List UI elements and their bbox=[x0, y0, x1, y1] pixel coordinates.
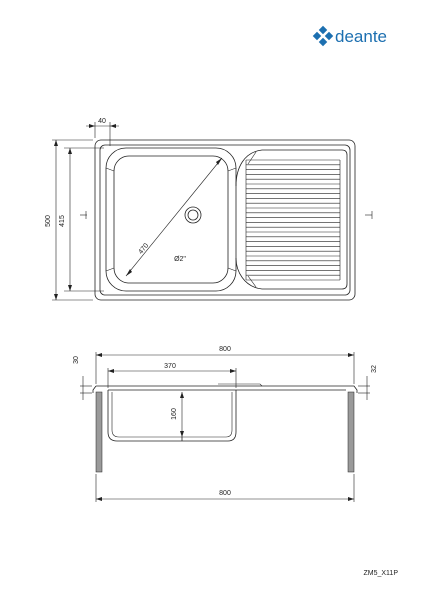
side-view bbox=[92, 383, 358, 442]
brand-name: deante bbox=[335, 27, 387, 46]
dim-flange-width: 40 bbox=[98, 118, 106, 125]
dim-flange-right: 32 bbox=[371, 365, 378, 373]
dim-bowl-depth: 160 bbox=[171, 408, 178, 420]
sink-inner-rim bbox=[99, 144, 351, 296]
top-view bbox=[94, 139, 356, 301]
dim-bowl-width: 370 bbox=[164, 363, 176, 370]
dim-bowl-diagonal: 470 bbox=[137, 242, 150, 256]
sink-outline bbox=[94, 139, 356, 301]
dim-flange-left: 30 bbox=[73, 356, 80, 364]
dim-inner-height: 415 bbox=[59, 215, 66, 227]
drainboard-ribs bbox=[245, 159, 341, 281]
drain-inner bbox=[187, 209, 199, 221]
drain-outer bbox=[184, 206, 202, 224]
side-bowl bbox=[107, 390, 237, 442]
bowl-outer bbox=[105, 147, 237, 292]
deante-logo-icon bbox=[312, 25, 334, 47]
drainboard-outline bbox=[235, 149, 348, 290]
product-code: ZM5_X11P bbox=[364, 570, 399, 577]
drainboard-rib-ends bbox=[245, 160, 341, 280]
dim-total-width-bottom: 800 bbox=[219, 490, 231, 497]
dim-total-width-top: 800 bbox=[219, 346, 231, 353]
dim-total-height: 500 bbox=[45, 215, 52, 227]
bowl-inner bbox=[113, 155, 229, 284]
side-deck bbox=[92, 385, 358, 393]
side-view-dimensions bbox=[80, 352, 370, 502]
dim-drain-diameter: Ø2" bbox=[174, 256, 186, 263]
cabinet-walls bbox=[95, 391, 355, 473]
